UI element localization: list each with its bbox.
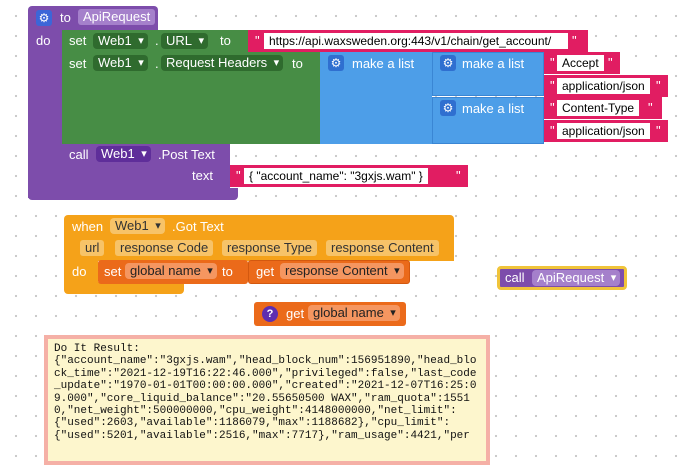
event-block-left-rail [64, 258, 98, 284]
procedure-to-label: to [60, 10, 71, 25]
close-quote: " [648, 100, 653, 115]
open-quote: " [550, 123, 555, 138]
call-label: call [69, 147, 89, 162]
set-label: set [69, 56, 87, 71]
event-name-label: .Got Text [172, 219, 224, 234]
open-quote: " [550, 100, 555, 115]
list-mutator-gear-icon[interactable]: ⚙ [328, 55, 344, 71]
to-label: to [220, 33, 231, 48]
post-body-text-value[interactable]: { "account_name": "3gxjs.wam" } [244, 168, 428, 184]
param-url[interactable]: url [80, 240, 105, 256]
set-label: set [104, 264, 122, 279]
to-label: to [292, 56, 303, 71]
variable-dropdown-global-name[interactable]: global name [308, 305, 400, 321]
make-a-list-label: make a list [462, 56, 525, 71]
list-mutator-gear-icon[interactable]: ⚙ [440, 55, 456, 71]
call-label: call [505, 270, 525, 285]
component-dropdown-web1[interactable]: Web1 [110, 218, 165, 234]
open-quote: " [236, 168, 241, 183]
param-response-type[interactable]: response Type [222, 240, 318, 256]
close-quote: " [456, 168, 461, 183]
variable-dropdown-global-name[interactable]: global name [125, 263, 217, 279]
get-label: get [256, 264, 275, 279]
component-dropdown-web1[interactable]: Web1 [93, 55, 148, 71]
dot-label: . [155, 33, 159, 48]
close-quote: " [608, 55, 613, 70]
param-response-content[interactable]: response Content [326, 240, 439, 256]
do-it-result-text: Do It Result: {"account_name":"3gxjs.wam… [54, 343, 477, 442]
variable-dropdown-response-content[interactable]: response Content [280, 263, 404, 279]
procedure-dropdown-apirequest[interactable]: ApiRequest [532, 270, 621, 286]
to-label: to [222, 264, 233, 279]
list-mutator-gear-icon[interactable]: ⚙ [440, 100, 456, 116]
warning-question-badge-icon[interactable]: ? [262, 306, 278, 322]
text-value-application-json-1[interactable]: application/json [557, 78, 650, 94]
event-block-bottom [64, 282, 184, 294]
procedure-name-field[interactable]: ApiRequest [78, 9, 156, 25]
param-response-code[interactable]: response Code [115, 240, 214, 256]
make-a-list-label: make a list [462, 101, 525, 116]
do-it-result-bubble: Do It Result: {"account_name":"3gxjs.wam… [44, 335, 490, 465]
component-dropdown-web1[interactable]: Web1 [93, 33, 148, 49]
property-dropdown-request-headers[interactable]: Request Headers [161, 55, 284, 71]
close-quote: " [656, 78, 661, 93]
text-value-application-json-2[interactable]: application/json [557, 123, 650, 139]
get-label: get [286, 306, 305, 321]
text-param-label: text [192, 168, 213, 183]
method-label: .Post Text [158, 147, 215, 162]
procedure-do-label: do [36, 33, 51, 48]
close-quote: " [656, 123, 661, 138]
open-quote: " [255, 33, 260, 48]
open-quote: " [550, 55, 555, 70]
text-value-accept[interactable]: Accept [557, 55, 604, 71]
when-label: when [72, 219, 104, 234]
close-quote: " [572, 33, 577, 48]
property-dropdown-url[interactable]: URL [161, 33, 209, 49]
open-quote: " [550, 78, 555, 93]
event-do-label: do [72, 264, 87, 279]
url-text-value[interactable]: https://api.waxsweden.org:443/v1/chain/g… [264, 33, 568, 49]
dot-label: . [155, 56, 159, 71]
mutator-gear-icon[interactable]: ⚙ [36, 10, 52, 26]
make-a-list-label: make a list [352, 56, 415, 71]
text-value-content-type[interactable]: Content-Type [557, 100, 640, 116]
component-dropdown-web1[interactable]: Web1 [96, 146, 151, 162]
procedure-block-bottom [28, 188, 238, 200]
procedure-block-left-rail [28, 30, 62, 198]
set-label: set [69, 33, 87, 48]
